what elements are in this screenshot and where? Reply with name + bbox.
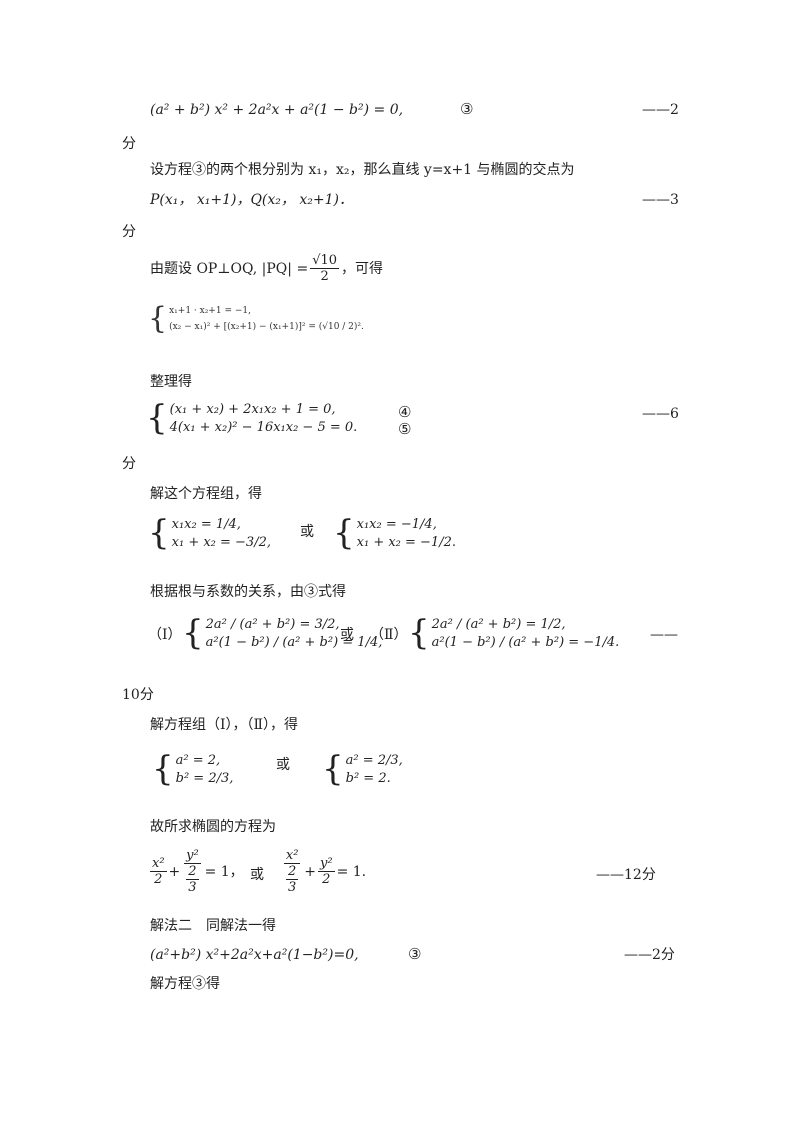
brace-icon: {	[148, 301, 168, 336]
brace-icon: {	[182, 613, 204, 653]
brace-icon: {	[146, 398, 168, 438]
score-2-unit: 分	[122, 136, 136, 152]
roots-sentence: 设方程③的两个根分别为 x₁，x₂，那么直线 y=x+1 与椭圆的交点为	[150, 162, 575, 178]
given-suffix: ，可得	[341, 260, 384, 277]
score-12: ——12分	[596, 867, 656, 883]
system-orthogonal: { x₁+1 · x₂+1 = −1, (x₂ − x₁)² + [(x₂+1)…	[148, 302, 364, 336]
system-simplified: { (x₁ + x₂) + 2x₁x₂ + 1 = 0, 4(x₁ + x₂)²…	[146, 401, 357, 437]
solution-b: { x₁x₂ = −1/4, x₁ + x₂ = −1/2.	[333, 516, 456, 552]
equation-3: (a² + b²) x² + 2a²x + a²(1 − b²) = 0,	[150, 102, 404, 118]
vieta-sentence: 根据根与系数的关系，由③式得	[150, 584, 346, 600]
given-fraction-numerator: √10	[310, 253, 340, 269]
equation-mark-3: ③	[460, 100, 474, 118]
solution-a-row-2: x₁ + x₂ = −3/2,	[171, 535, 271, 550]
or-1: 或	[300, 524, 314, 540]
brace-icon: {	[408, 613, 430, 653]
given-fraction: √10 2	[310, 253, 340, 284]
brace-icon: {	[333, 513, 355, 553]
or-2: 或	[340, 627, 354, 643]
score-2-repeat: ——2分	[624, 947, 675, 963]
solution-a-row-1: x₁x₂ = 1/4,	[171, 517, 241, 532]
solution-b-row-1: x₁x₂ = −1/4,	[356, 517, 437, 532]
system-one-row-2: a²(1 − b²) / (a² + b²) = 1/4,	[205, 635, 383, 650]
given-fraction-denominator: 2	[320, 269, 329, 284]
given-condition: 由题设 OP⊥OQ, |PQ| = √10 2 ，可得	[150, 253, 383, 284]
solve-equation-3-label: 解方程③得	[150, 976, 220, 992]
system-two: { 2a² / (a² + b²) = 1/2, a²(1 − b²) / (a…	[408, 616, 619, 652]
roman-one: （Ⅰ）	[148, 627, 182, 643]
system-orthogonal-row-2: (x₂ − x₁)² + [(x₂+1) − (x₁+1)]² = (√10 /…	[169, 322, 364, 332]
solve-system-label: 解这个方程组，得	[150, 486, 262, 502]
solution-d-row-2: b² = 2.	[345, 771, 391, 786]
equation-mark-3-repeat: ③	[408, 945, 422, 963]
method-two-label: 解法二 同解法一得	[150, 918, 276, 934]
system-one: { 2a² / (a² + b²) = 3/2, a²(1 − b²) / (a…	[182, 616, 382, 652]
solution-a: { x₁x₂ = 1/4, x₁ + x₂ = −3/2,	[148, 516, 271, 552]
ellipse-intro: 故所求椭圆的方程为	[150, 819, 276, 835]
solution-b-row-2: x₁ + x₂ = −1/2.	[356, 535, 456, 550]
given-prefix: 由题设 OP⊥OQ, |PQ| =	[150, 260, 309, 277]
system-simplified-row-2: 4(x₁ + x₂)² − 16x₁x₂ − 5 = 0.	[169, 420, 358, 435]
score-10-dash: ——	[650, 627, 678, 643]
solution-d-row-1: a² = 2/3,	[345, 753, 403, 768]
score-6-unit: 分	[122, 456, 136, 472]
score-2: ——2	[642, 102, 679, 118]
solution-c-row-2: b² = 2/3,	[175, 771, 234, 786]
system-two-row-2: a²(1 − b²) / (a² + b²) = −1/4.	[431, 635, 620, 650]
equation-3-repeat: (a²+b²) x²+2a²x+a²(1−b²)=0,	[150, 947, 359, 963]
equation-mark-5: ⑤	[398, 420, 412, 438]
solution-c: { a² = 2, b² = 2/3,	[152, 752, 233, 788]
equation-mark-4: ④	[398, 403, 412, 421]
system-orthogonal-row-1: x₁+1 · x₂+1 = −1,	[169, 306, 251, 316]
brace-icon: {	[152, 749, 174, 789]
intersection-points: P(x₁， x₁+1)，Q(x₂， x₂+1)．	[150, 192, 353, 208]
roman-two: （Ⅱ）	[370, 627, 408, 643]
solve-systems-label: 解方程组（Ⅰ），（Ⅱ），得	[150, 717, 299, 733]
score-6: ——6	[642, 406, 679, 422]
system-one-row-1: 2a² / (a² + b²) = 3/2,	[205, 617, 340, 632]
or-4: 或	[250, 867, 264, 883]
brace-icon: {	[148, 513, 170, 553]
score-10: 10分	[122, 687, 154, 703]
solution-d: { a² = 2/3, b² = 2.	[322, 752, 403, 788]
or-3: 或	[276, 757, 290, 773]
system-two-row-1: 2a² / (a² + b²) = 1/2,	[431, 617, 566, 632]
solution-c-row-1: a² = 2,	[175, 753, 221, 768]
system-simplified-row-1: (x₁ + x₂) + 2x₁x₂ + 1 = 0,	[169, 402, 336, 417]
score-3: ——3	[642, 192, 679, 208]
brace-icon: {	[322, 749, 344, 789]
simplify-label: 整理得	[150, 374, 192, 390]
score-3-unit: 分	[122, 224, 136, 240]
